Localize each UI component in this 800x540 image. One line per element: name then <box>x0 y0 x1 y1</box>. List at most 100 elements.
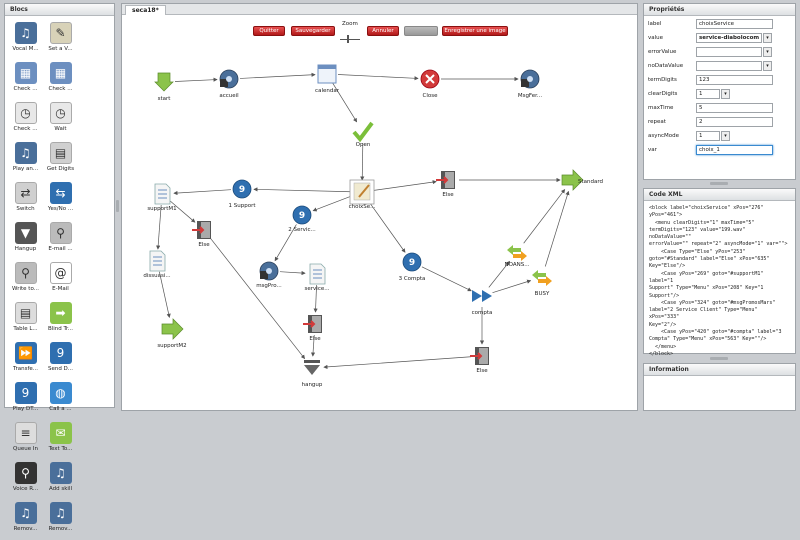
bloc-item[interactable]: ♫Play an... <box>8 140 43 180</box>
flow-node[interactable]: choixSe... <box>349 179 376 210</box>
flow-node-label: NOANS... <box>505 262 530 268</box>
flow-node[interactable]: dissuasi... <box>143 250 171 279</box>
property-value-field[interactable] <box>696 61 762 71</box>
flow-node[interactable]: 93 Compta <box>399 252 426 282</box>
flow-node[interactable]: service... <box>305 263 330 292</box>
bloc-item[interactable]: ⏩Transfe... <box>8 340 43 380</box>
bloc-item-label: Write to... <box>12 286 39 292</box>
flow-node[interactable]: accueil <box>219 69 239 99</box>
quitter-button[interactable]: Quitter <box>253 26 285 36</box>
bloc-item[interactable]: ✉Text To... <box>43 420 78 460</box>
property-value-field[interactable]: 2 <box>696 117 773 127</box>
enregistrer-image-button[interactable]: Enregistrer une image <box>442 26 508 36</box>
flow-node[interactable]: Else <box>436 171 455 198</box>
bloc-item[interactable]: ♫Remov... <box>8 500 43 540</box>
flow-node[interactable]: calendar <box>315 64 340 94</box>
bloc-item[interactable]: ⚲Voice R... <box>8 460 43 500</box>
property-value-field[interactable]: 1 <box>696 89 720 99</box>
zoom-slider-handle[interactable] <box>347 35 349 43</box>
flow-canvas[interactable]: start accueil calendar Close MsgFer... Open ch… <box>122 4 639 412</box>
property-value-field[interactable]: choixService <box>696 19 773 29</box>
bloc-item[interactable]: ♫Remov... <box>43 500 78 540</box>
bloc-item[interactable]: ⚲Write to... <box>8 260 43 300</box>
bloc-item[interactable]: ⚲E-mail ... <box>43 220 78 260</box>
tab-seca18[interactable]: seca18* <box>125 5 166 15</box>
door-icon <box>303 315 322 333</box>
property-value-field[interactable]: service-diabolocom <box>696 33 762 43</box>
flow-connector <box>310 334 316 357</box>
edit-icon <box>349 179 375 205</box>
bloc-item[interactable]: ♫Add skill <box>43 460 78 500</box>
flow-node[interactable]: supportM2 <box>157 318 187 349</box>
bloc-item[interactable]: ◷Check ... <box>8 100 43 140</box>
zoom-slider[interactable] <box>340 39 360 40</box>
flow-node[interactable]: Close <box>420 69 440 99</box>
chevron-down-icon[interactable]: ▾ <box>721 89 730 99</box>
property-value-field[interactable]: choix_1 <box>696 145 773 155</box>
property-key: label <box>648 21 662 27</box>
arrows-icon: ⇆ <box>49 182 72 204</box>
switch-icon: ⇄ <box>14 182 37 204</box>
flow-node[interactable]: msgPro... <box>256 261 282 289</box>
calendar-icon: ▦ <box>14 62 37 84</box>
flow-node[interactable]: Else <box>192 221 211 248</box>
flow-node[interactable]: NOANS... <box>505 245 530 268</box>
property-value-field[interactable] <box>696 47 762 57</box>
sauvegarder-button[interactable]: Sauvegarder <box>291 26 335 36</box>
chevron-down-icon[interactable]: ▾ <box>721 131 730 141</box>
svg-text:9: 9 <box>239 185 245 195</box>
flow-node[interactable]: supportM1 <box>147 183 177 212</box>
chevron-down-icon[interactable]: ▾ <box>763 47 772 57</box>
flow-connector <box>337 74 419 81</box>
chevron-down-icon[interactable]: ▾ <box>763 33 772 43</box>
flow-node[interactable]: start <box>154 72 174 102</box>
right-splitter-top[interactable] <box>710 182 728 185</box>
flow-node[interactable]: compta <box>472 290 493 316</box>
bloc-item[interactable]: ♫Vocal M... <box>8 20 43 60</box>
bloc-item-label: Yes/No ... <box>47 206 74 212</box>
bloc-item[interactable]: ◷Wait <box>43 100 78 140</box>
bloc-item[interactable]: ▦Check ... <box>8 60 43 100</box>
flow-node[interactable]: Else <box>470 347 489 374</box>
annuler-button[interactable]: Annuler <box>367 26 399 36</box>
flow-node[interactable]: Standard <box>561 169 603 191</box>
bloc-item[interactable]: ▤Table L... <box>8 300 43 340</box>
flow-connector <box>210 238 306 360</box>
bloc-item[interactable]: ◍Call a ... <box>43 380 78 420</box>
bloc-item[interactable]: ⇆ Yes/No ... <box>43 180 78 220</box>
flow-node[interactable]: Else <box>303 315 322 342</box>
flow-connector <box>492 279 532 294</box>
bloc-item[interactable]: ▤Get Digits <box>43 140 78 180</box>
property-value-field[interactable]: 123 <box>696 75 773 85</box>
bloc-item[interactable]: ▦Check ... <box>43 60 78 100</box>
bloc-item-label: Get Digits <box>46 166 75 172</box>
speaker-disk-icon <box>520 69 540 89</box>
chevron-down-icon[interactable]: ▾ <box>763 61 772 71</box>
property-key: var <box>648 147 657 153</box>
bloc-item[interactable]: ➡Blind Tr... <box>43 300 78 340</box>
bloc-item[interactable]: ≡Queue In <box>8 420 43 460</box>
flow-node-label: Open <box>356 142 371 148</box>
document-icon <box>154 183 171 205</box>
bloc-item-label: Blind Tr... <box>47 326 74 332</box>
flow-node[interactable]: Open <box>352 121 374 148</box>
flow-node[interactable]: MsgFer... <box>518 69 543 99</box>
speaker-disk-icon: ♫ <box>49 502 72 524</box>
left-splitter[interactable] <box>116 200 119 212</box>
flow-node-label: Else <box>309 336 321 342</box>
bloc-item[interactable]: ✎Set a V... <box>43 20 78 60</box>
property-value-field[interactable]: 5 <box>696 103 773 113</box>
bloc-item[interactable]: ▼Hangup <box>8 220 43 260</box>
bloc-item[interactable]: ⇄Switch <box>8 180 43 220</box>
flow-node[interactable]: BUSY <box>532 270 552 297</box>
property-value-field[interactable]: 1 <box>696 131 720 141</box>
flow-node[interactable]: hangup <box>302 360 323 388</box>
flow-node[interactable]: 91 Support <box>229 179 257 209</box>
flow-node[interactable]: 92 Servic... <box>288 205 316 233</box>
bloc-item[interactable]: @E-Mail <box>43 260 78 300</box>
flow-node-label: Else <box>198 242 210 248</box>
right-splitter-bottom[interactable] <box>710 357 728 360</box>
